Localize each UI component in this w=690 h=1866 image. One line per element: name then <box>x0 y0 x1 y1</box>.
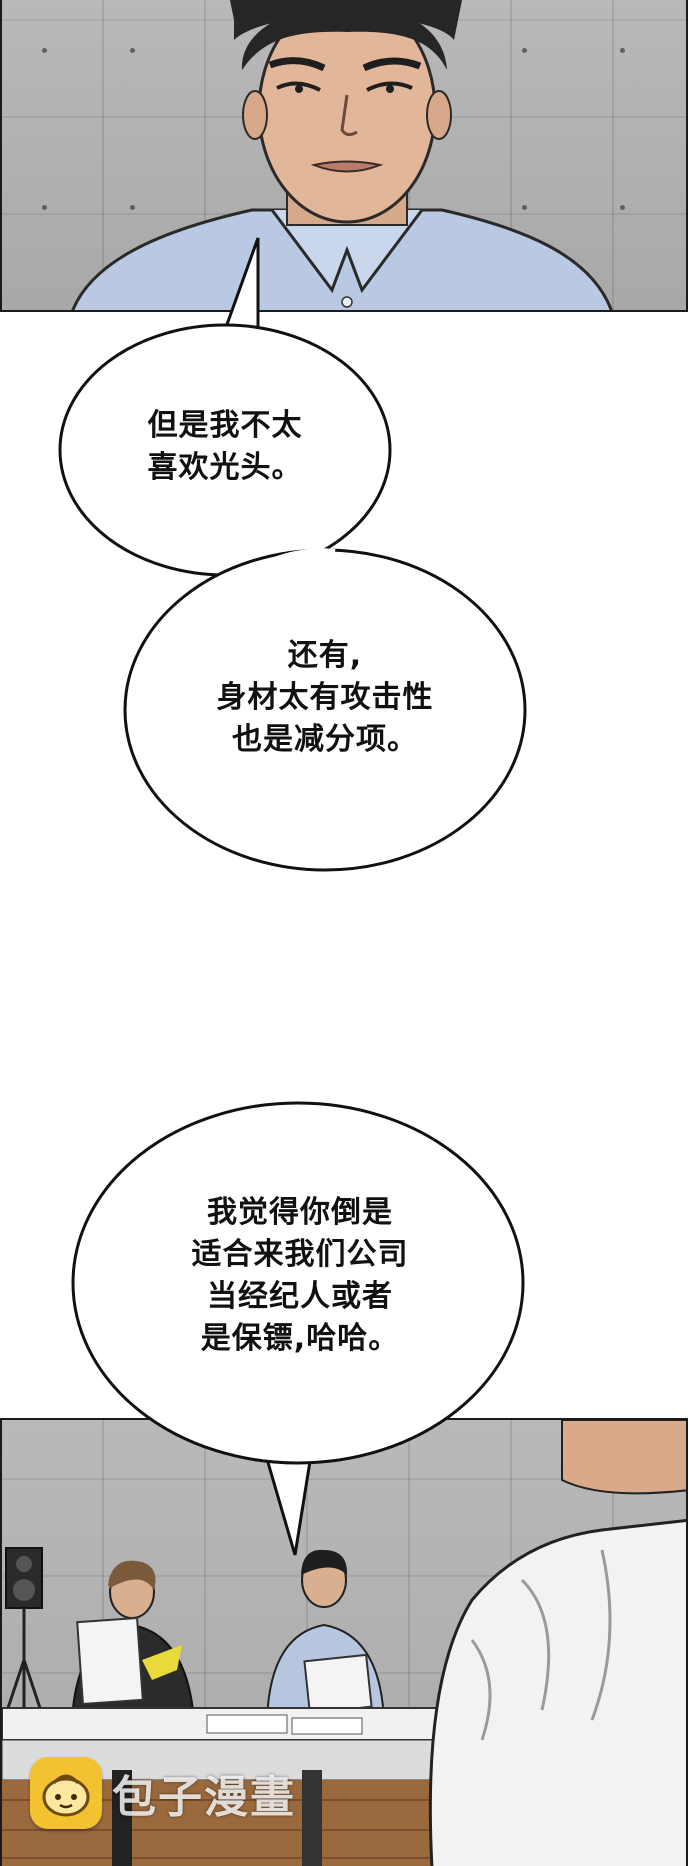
watermark: 包子漫畫 <box>30 1757 296 1829</box>
speech-line: 是保镖,哈哈。 <box>200 1321 400 1356</box>
man-portrait <box>71 0 613 310</box>
speech-line: 喜欢光头。 <box>147 450 303 485</box>
wall-hole <box>42 48 47 53</box>
wall-hole <box>620 48 625 53</box>
wall-hole <box>130 48 135 53</box>
speech-line: 当经纪人或者 <box>207 1279 393 1314</box>
speech-text-3: 我觉得你倒是 适合来我们公司 当经纪人或者 是保镖,哈哈。 <box>140 1192 460 1360</box>
wall-hole <box>522 205 527 210</box>
speech-line: 适合来我们公司 <box>191 1237 409 1272</box>
speech-line: 但是我不太 <box>147 408 303 443</box>
speech-line: 也是减分项。 <box>232 722 418 757</box>
speech-text-2: 还有, 身材太有攻击性 也是减分项。 <box>175 635 475 761</box>
speech-line: 还有, <box>287 638 363 673</box>
speech-text-1: 但是我不太 喜欢光头。 <box>100 405 350 489</box>
wall-hole <box>522 48 527 53</box>
watermark-text: 包子漫畫 <box>112 1772 296 1823</box>
wall-hole <box>42 205 47 210</box>
top-panel <box>0 0 688 312</box>
speech-line: 我觉得你倒是 <box>207 1195 393 1230</box>
wall-hole <box>130 205 135 210</box>
wall-hole <box>620 205 625 210</box>
bun-mascot-icon <box>30 1757 102 1829</box>
speech-line: 身材太有攻击性 <box>216 680 434 715</box>
speech-bubble-3 <box>71 1101 525 1465</box>
